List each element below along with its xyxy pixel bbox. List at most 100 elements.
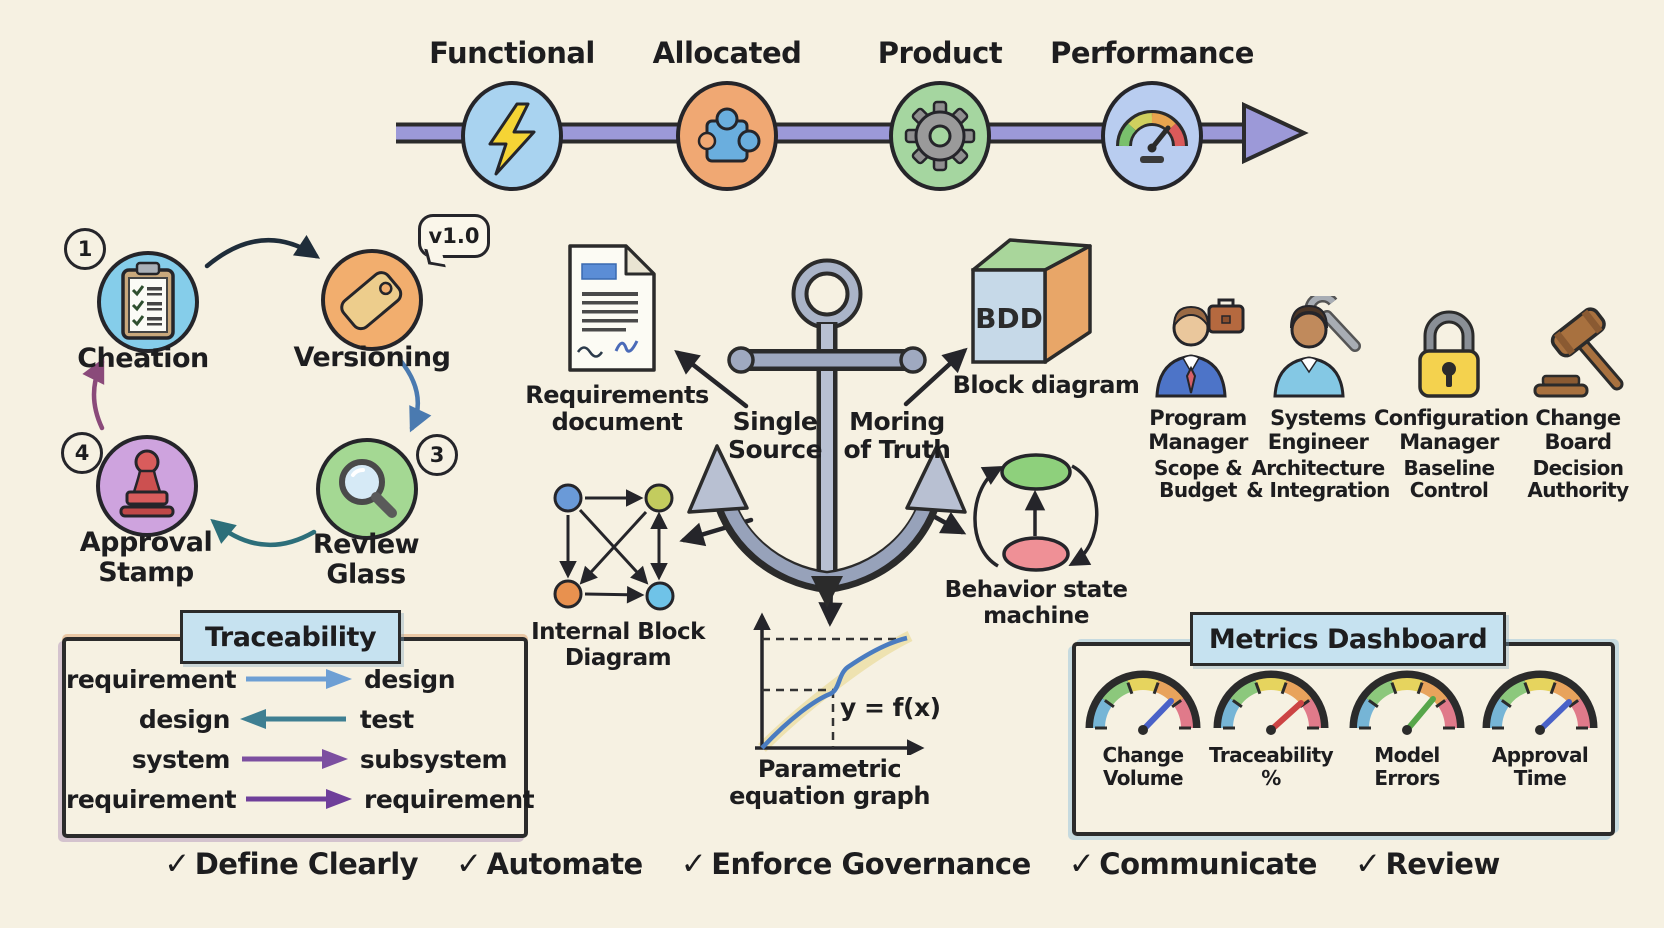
state-machine-icon bbox=[958, 440, 1114, 582]
check-icon: ✓ bbox=[164, 846, 190, 882]
arrow-anchor-to-requirements bbox=[674, 350, 749, 409]
checklist-label: Enforce Governance bbox=[711, 847, 1031, 881]
traceability-rows: requirement design design test system su… bbox=[66, 662, 535, 816]
gauge-traceability: Traceability % bbox=[1209, 664, 1334, 790]
role-change-board: Change Board Decision Authority bbox=[1503, 296, 1653, 502]
check-icon: ✓ bbox=[456, 846, 482, 882]
truth-label: Moring of Truth bbox=[843, 407, 951, 464]
role-subtitle: Architecture & Integration bbox=[1246, 456, 1390, 503]
baseline-label: Functional bbox=[429, 36, 595, 70]
baseline-label: Product bbox=[877, 36, 1003, 70]
arrow-review-to-approval bbox=[210, 518, 317, 548]
magnifier-icon bbox=[316, 438, 418, 540]
internal-block-diagram-icon bbox=[542, 472, 687, 612]
gear-icon bbox=[889, 81, 991, 191]
baseline-allocated: Allocated bbox=[653, 36, 802, 192]
checklist-item: ✓ Review bbox=[1355, 846, 1500, 882]
role-configuration-manager: Configuration Manager Baseline Control bbox=[1374, 296, 1529, 503]
trace-to: subsystem bbox=[359, 744, 508, 774]
gauge-icon bbox=[1482, 670, 1598, 735]
role-program-manager: Program Manager Scope & Budget bbox=[1123, 296, 1273, 502]
trace-from: design bbox=[138, 704, 230, 734]
gauge-label: Change Volume bbox=[1102, 743, 1185, 790]
checklist-label: Define Clearly bbox=[194, 847, 419, 881]
baseline-product: Product bbox=[878, 36, 1003, 192]
step-number-badge: 3 bbox=[416, 434, 458, 476]
stamp-icon bbox=[96, 435, 198, 537]
creation-label: Cheation bbox=[77, 343, 209, 374]
checklist-item: ✓ Automate bbox=[456, 846, 643, 882]
traceability-title: Traceability bbox=[180, 610, 401, 664]
metrics-dashboard-title: Metrics Dashboard bbox=[1190, 612, 1506, 666]
trace-row: requirement requirement bbox=[66, 782, 535, 816]
gauge-icon bbox=[1085, 670, 1201, 735]
trace-row: requirement design bbox=[66, 662, 518, 696]
best-practices-checklist: ✓ Define Clearly ✓ Automate ✓ Enforce Go… bbox=[0, 846, 1664, 882]
arrow-right-icon bbox=[241, 749, 348, 769]
arrow-left-icon bbox=[239, 709, 346, 729]
arrow-versioning-to-review bbox=[397, 357, 432, 433]
checklist-item: ✓ Define Clearly bbox=[164, 846, 418, 882]
lifecycle-review bbox=[315, 437, 419, 541]
step-number: 1 bbox=[77, 237, 93, 261]
baseline-functional: Functional bbox=[429, 36, 595, 192]
equation-label: y = f(x) bbox=[840, 693, 941, 722]
role-subtitle: Decision Authority bbox=[1527, 456, 1629, 503]
step-number: 3 bbox=[429, 443, 445, 467]
systems-engineer-icon bbox=[1273, 296, 1361, 398]
parametric-graph-icon bbox=[745, 600, 935, 755]
ibd-label: Internal Block Diagram bbox=[531, 619, 705, 671]
clipboard-icon bbox=[97, 251, 199, 353]
parametric-label: Parametric equation graph bbox=[729, 755, 930, 810]
lifecycle-versioning bbox=[320, 248, 424, 352]
trace-from: system bbox=[131, 744, 231, 774]
gauge-model-errors: Model Errors bbox=[1345, 664, 1469, 790]
baseline-label: Allocated bbox=[652, 36, 802, 70]
gavel-icon bbox=[1533, 307, 1624, 398]
trace-from: requirement bbox=[66, 664, 237, 694]
trace-from: requirement bbox=[66, 784, 237, 814]
checklist-label: Communicate bbox=[1099, 847, 1317, 881]
check-icon: ✓ bbox=[680, 846, 707, 882]
trace-row: system subsystem bbox=[66, 742, 518, 776]
arrow-right-icon bbox=[246, 669, 352, 689]
anchor-icon bbox=[665, 254, 995, 614]
gauge-change-volume: Change Volume bbox=[1081, 664, 1205, 790]
checklist-label: Review bbox=[1385, 847, 1500, 881]
version-bubble: v1.0 bbox=[418, 214, 490, 258]
review-label: Review Glass bbox=[312, 529, 420, 591]
trace-to: test bbox=[359, 704, 414, 734]
trace-to: design bbox=[364, 664, 456, 694]
check-icon: ✓ bbox=[1068, 846, 1095, 882]
step-number-badge: 1 bbox=[64, 228, 106, 270]
state-machine-label: Behavior state machine bbox=[944, 577, 1128, 629]
lifecycle-approval bbox=[95, 434, 199, 538]
bdd-text: BDD bbox=[975, 302, 1043, 335]
gauge-approval-time: Approval Time bbox=[1478, 664, 1602, 790]
role-subtitle: Baseline Control bbox=[1403, 456, 1496, 503]
arrow-right-icon bbox=[246, 789, 352, 809]
role-title: Configuration Manager bbox=[1374, 406, 1529, 454]
baseline-performance: Performance bbox=[1050, 36, 1254, 192]
step-number-badge: 4 bbox=[61, 432, 103, 474]
role-systems-engineer: Systems Engineer Architecture & Integrat… bbox=[1243, 296, 1393, 502]
version-text: v1.0 bbox=[428, 224, 480, 248]
lifecycle-creation bbox=[96, 250, 200, 354]
single-source-label: Single Source bbox=[727, 407, 823, 464]
gauge-label: Approval Time bbox=[1491, 743, 1589, 790]
gauge-label: Traceability % bbox=[1209, 743, 1334, 790]
role-subtitle: Scope & Budget bbox=[1153, 456, 1243, 503]
gauge-icon bbox=[1349, 670, 1465, 735]
checklist-item: ✓ Enforce Governance bbox=[680, 846, 1032, 882]
trace-to: requirement bbox=[364, 784, 535, 814]
role-title: Change Board bbox=[1535, 406, 1621, 454]
block-diagram-label: Block diagram bbox=[952, 371, 1140, 399]
step-number: 4 bbox=[74, 441, 90, 465]
requirements-label: Requirements document bbox=[525, 381, 709, 436]
arrow-creation-to-versioning bbox=[204, 235, 321, 269]
puzzle-icon bbox=[676, 81, 778, 191]
checklist-label: Automate bbox=[486, 847, 644, 881]
role-title: Systems Engineer bbox=[1267, 406, 1369, 454]
lightning-icon bbox=[461, 81, 563, 191]
